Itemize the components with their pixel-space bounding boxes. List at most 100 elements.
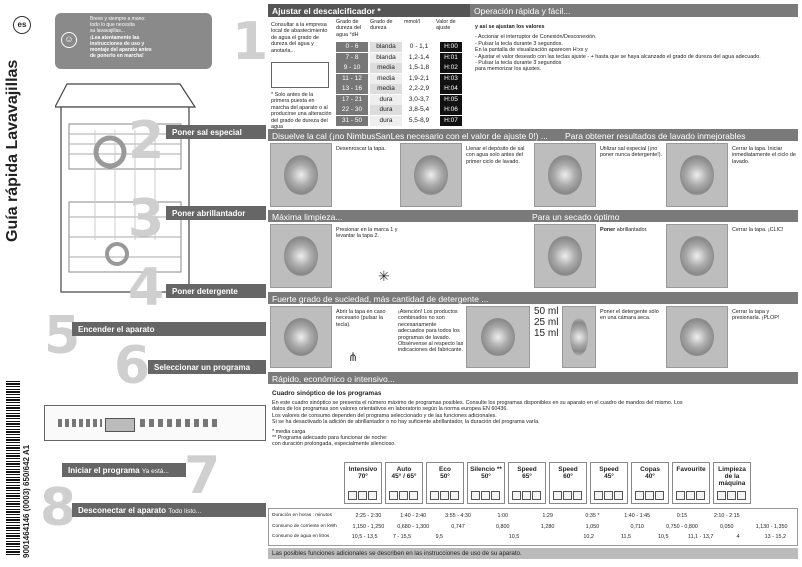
salt-step-c: Utilizar sal especial (¡no poner nunca d…	[600, 146, 663, 159]
rinse-step-a: Presionar en la marca 1 y levantar la ta…	[336, 227, 398, 240]
program-value-cell: 2:10 - 2:15	[713, 513, 740, 519]
off-label: Desconectar el aparato	[78, 506, 167, 515]
hardness-mmol-cell: 3,8-5,4	[408, 106, 430, 113]
program-value-cell: 1:00	[497, 513, 509, 519]
programs-header: Rápido, económico o intensivo...	[268, 372, 798, 384]
program-value-cell: 2:25 - 2:30	[355, 513, 382, 519]
program-name: Silencio **	[470, 466, 502, 473]
program-option-icon	[430, 491, 439, 500]
programs-footnote: con duración prolongada, especialmente s…	[272, 441, 396, 448]
howto-step: - Ajustar el valor deseado con las tecla…	[475, 53, 761, 60]
program-option-icon	[655, 491, 664, 500]
program-value-cell: 10,5 - 13,5	[351, 534, 378, 540]
detergent-step-a: Abrir la tapa en caso necesario (pulsar …	[336, 309, 386, 328]
hardness-grade-cell: dura	[370, 94, 402, 105]
dose-15ml: 15 ml	[534, 328, 559, 339]
rinse-illustration-a	[270, 224, 332, 288]
hardness-dh-cell: 22 - 30	[336, 105, 368, 115]
program-value-cell	[458, 533, 495, 541]
step-label-detergent: Poner detergente	[166, 284, 266, 298]
step-number-6: 6	[114, 336, 151, 396]
softener-consult-text: Consultar a la empresa local de abasteci…	[271, 22, 328, 54]
note-line-bold: de ponerlo en marcha!	[90, 53, 144, 60]
program-value-cell: 4	[736, 534, 740, 540]
softener-title: Ajustar el descalcificador *	[272, 6, 381, 16]
program-option-icon	[563, 491, 572, 500]
programs-intro: En este cuadro sinóptico se presenta el …	[272, 400, 696, 460]
program-option-icon	[471, 491, 480, 500]
detergent-illustration-c	[562, 306, 596, 368]
program-option-icon	[358, 491, 367, 500]
note-line-bold: instrucciones de uso y	[90, 40, 145, 47]
programs-paragraph: Los valores de consumo dependen del prog…	[272, 412, 497, 419]
program-icons	[430, 491, 459, 500]
program-value-cell: 0:35 *	[585, 513, 600, 519]
program-option-icon	[614, 491, 623, 500]
program-name: Auto	[396, 466, 412, 473]
program-option-icon	[440, 491, 449, 500]
salt-illustration-b	[400, 143, 462, 207]
step-number-2: 2	[128, 111, 165, 171]
program-option-icon	[389, 491, 398, 500]
program-value-cell: 0,800	[496, 523, 510, 530]
control-panel-program-buttons	[140, 419, 220, 427]
salt-illustration-c	[534, 143, 596, 207]
program-value-cell: 0,050	[720, 523, 734, 530]
detergent-header-text: Fuerte grado de suciedad, más cantidad d…	[272, 294, 489, 304]
col-header-grade: Grado de dureza	[370, 19, 393, 32]
hardness-mmol-cell: 1,9-2,1	[408, 74, 430, 82]
hardness-grade-cell: media	[370, 73, 402, 84]
note-line: Breve y siempre a mano:	[90, 16, 146, 22]
language-code: es	[17, 20, 27, 29]
rinse-illustration-c	[666, 224, 728, 288]
dose-25ml: 25 ml	[534, 317, 559, 328]
program-option-icon	[450, 491, 459, 500]
rinse-illustration-b	[534, 224, 596, 288]
program-tile: Favourite	[672, 462, 710, 504]
programs-title: Cuadro sinóptico de los programas	[272, 390, 382, 397]
start-label: Iniciar el programa	[68, 466, 140, 475]
program-value-cell: 13 - 15,2	[764, 534, 786, 540]
program-option-icon	[553, 491, 562, 500]
hardness-value-display: H:02	[440, 63, 462, 73]
side-title: Guía rápida Lavavajillas	[4, 42, 26, 242]
detergent-illustration-b	[466, 306, 530, 368]
rinse-step-c: Cerrar la tapa. ¡CLIC!	[732, 227, 784, 233]
program-icons	[471, 491, 500, 500]
programs-paragraph: En este cuadro sinóptico se presenta el …	[272, 400, 683, 413]
program-value-cell: 1,150 - 1,250	[352, 523, 385, 530]
program-name: Limpieza de la máquina	[718, 466, 746, 487]
step-number-5: 5	[44, 306, 81, 366]
rinse-header: Máxima limpieza...Para un secado óptimo	[268, 210, 798, 222]
smiley-note-text: Breve y siempre a mano: todo lo que nece…	[90, 16, 210, 59]
program-value-cell: 9,5	[435, 534, 444, 540]
program-option-icon	[481, 491, 490, 500]
program-temperature: 60°	[563, 473, 573, 480]
program-value-cell: 10,2	[583, 534, 594, 540]
dose-50ml: 50 ml	[534, 306, 559, 317]
softener-howto: y así se ajustan los valores - Accionar …	[475, 24, 795, 144]
hardness-dh-cell: 13 - 16	[336, 84, 368, 94]
detergent-header: Fuerte grado de suciedad, más cantidad d…	[268, 292, 798, 304]
control-panel-buttons	[58, 419, 102, 427]
step-number-8: 8	[40, 478, 77, 538]
control-panel-display	[105, 418, 135, 432]
program-value-cell: 3:55 - 4:30	[445, 513, 471, 519]
program-name: Speed	[517, 466, 537, 473]
program-option-icon	[737, 491, 746, 500]
program-temperature: 40°	[645, 473, 655, 480]
salt-header: Disuelve la cal (¡no NimbusSanLes necesa…	[268, 129, 798, 141]
howto-title: y así se ajustan los valores	[475, 24, 545, 30]
step-label-power-on: Encender el aparato	[72, 322, 266, 336]
program-icons	[389, 491, 418, 500]
hardness-note-field[interactable]	[271, 62, 329, 88]
program-value-cell: 1:29	[542, 513, 553, 519]
hardness-value-display: H:04	[440, 84, 462, 94]
howto-step: para memorizar los ajustes.	[475, 66, 542, 73]
salt-header-text-2: Para obtener resultados de lavado inmejo…	[565, 131, 746, 141]
howto-step: - Pulsar la tecla durante 3 segundos.	[475, 40, 563, 47]
softener-note: * Solo antes de la primera puesta en mar…	[271, 92, 332, 131]
